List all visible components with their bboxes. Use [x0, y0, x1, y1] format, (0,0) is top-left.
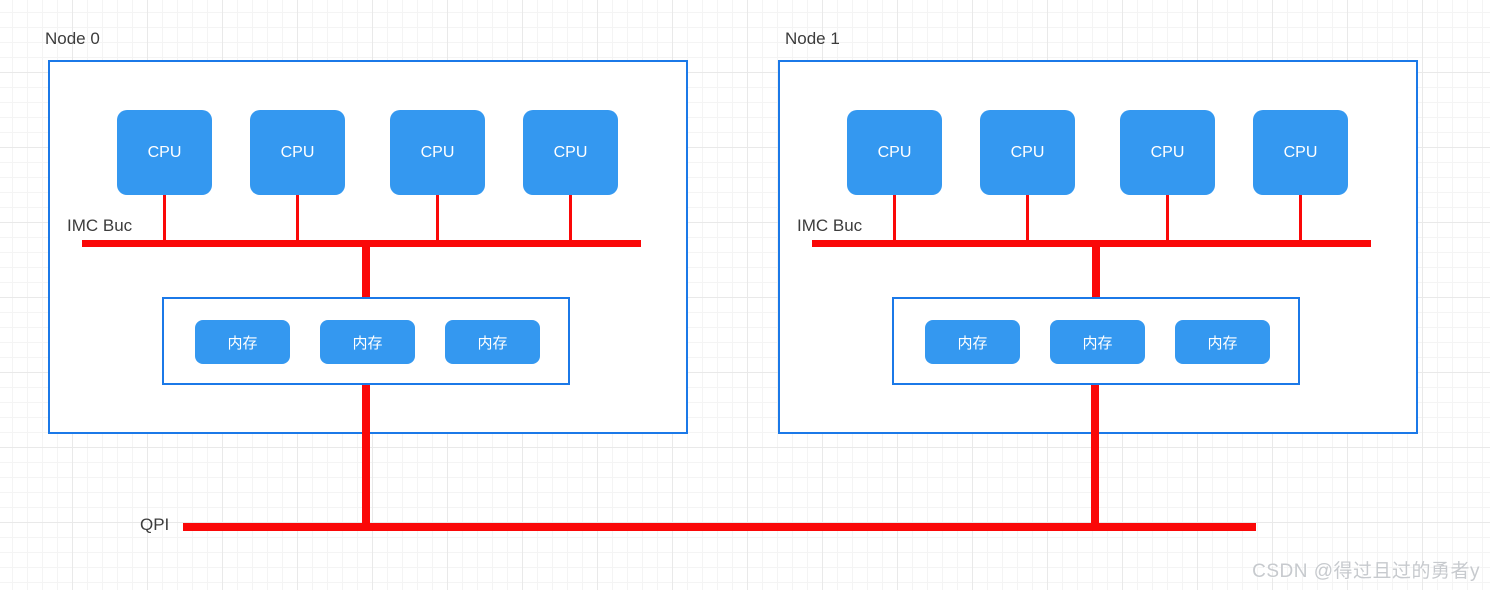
node-1-title: Node 1 — [785, 29, 840, 48]
cpu-box: CPU — [847, 110, 942, 195]
memory-box: 内存 — [925, 320, 1020, 364]
qpi-bus-label: QPI — [140, 515, 170, 534]
node-0-group: Node 0 CPU CPU CPU CPU IMC Buc 内存 内存 内存 — [45, 24, 693, 444]
memory-box: 内存 — [445, 320, 540, 364]
cpu-bus-connector — [1166, 195, 1169, 241]
cpu-box: CPU — [523, 110, 618, 195]
cpu-bus-connector — [436, 195, 439, 241]
cpu-bus-connector — [1026, 195, 1029, 241]
cpu-box: CPU — [980, 110, 1075, 195]
imc-bus-line — [812, 240, 1371, 247]
node-1-group: Node 1 CPU CPU CPU CPU IMC Buc 内存 内存 内存 — [778, 24, 1423, 444]
cpu-bus-connector — [893, 195, 896, 241]
cpu-box: CPU — [117, 110, 212, 195]
bus-memory-connector — [1092, 247, 1100, 298]
memory-qpi-connector — [1091, 385, 1099, 530]
cpu-bus-connector — [163, 195, 166, 241]
cpu-bus-connector — [1299, 195, 1302, 241]
memory-box: 内存 — [1050, 320, 1145, 364]
memory-box: 内存 — [320, 320, 415, 364]
imc-bus-label: IMC Buc — [67, 216, 133, 235]
imc-bus-label: IMC Buc — [797, 216, 863, 235]
memory-qpi-connector — [362, 385, 370, 530]
memory-box: 内存 — [195, 320, 290, 364]
memory-box: 内存 — [1175, 320, 1270, 364]
cpu-box: CPU — [390, 110, 485, 195]
cpu-bus-connector — [296, 195, 299, 241]
memory-group-box: 内存 内存 内存 — [162, 297, 570, 385]
cpu-box: CPU — [1253, 110, 1348, 195]
watermark-text: CSDN @得过且过的勇者y — [1252, 561, 1480, 582]
memory-group-box: 内存 内存 内存 — [892, 297, 1300, 385]
node-0-title: Node 0 — [45, 29, 100, 48]
cpu-box: CPU — [250, 110, 345, 195]
cpu-bus-connector — [569, 195, 572, 241]
bus-memory-connector — [362, 247, 370, 298]
cpu-box: CPU — [1120, 110, 1215, 195]
qpi-bus-line — [183, 523, 1256, 531]
imc-bus-line — [82, 240, 641, 247]
